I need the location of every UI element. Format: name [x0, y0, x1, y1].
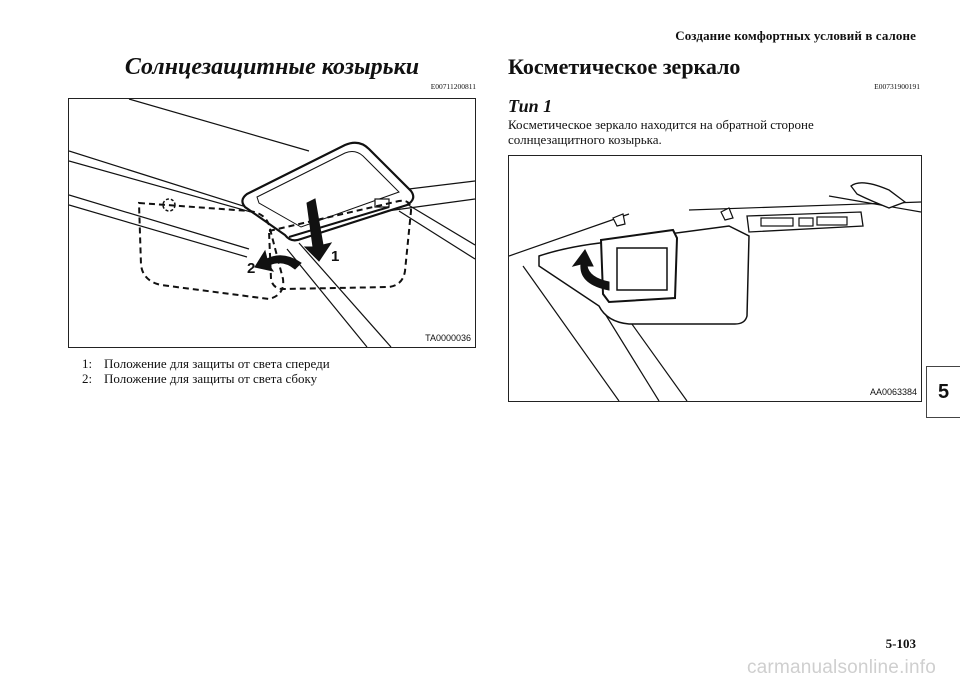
- vanity-mirror-code: E00731900191: [874, 82, 920, 91]
- sun-visors-title: Солнцезащитные козырьки: [124, 54, 420, 80]
- vanity-mirror-figure-code: AA0063384: [869, 387, 917, 397]
- description-line-1: Косметическое зеркало находится на обрат…: [508, 117, 814, 132]
- sun-visor-illustration: 1 2: [68, 98, 476, 348]
- callout-2: 2: [247, 260, 255, 277]
- page-number: 5-103: [885, 636, 916, 651]
- legend-text: Положение для защиты от света спереди: [104, 356, 330, 371]
- figure-legend: 1: Положение для защиты от света спереди…: [68, 356, 476, 386]
- sun-visor-figure: 1 2 TA0000036: [68, 98, 476, 348]
- callout-1: 1: [331, 248, 339, 265]
- vanity-mirror-figure: AA0063384: [508, 155, 922, 402]
- right-column: Косметическое зеркало E00731900191 Тип 1…: [508, 52, 922, 402]
- legend-item: 1: Положение для защиты от света спереди: [82, 356, 476, 371]
- sun-visor-figure-code: TA0000036: [425, 333, 471, 343]
- sun-visors-code: E00711200811: [430, 82, 476, 91]
- vanity-mirror-description: Косметическое зеркало находится на обрат…: [508, 117, 920, 147]
- description-line-2: солнцезащитного козырька.: [508, 132, 662, 147]
- watermark: carmanualsonline.info: [746, 657, 936, 678]
- legend-text: Положение для защиты от света сбоку: [104, 371, 318, 386]
- legend-item: 2: Положение для защиты от света сбоку: [82, 371, 476, 386]
- left-column: Солнцезащитные козырьки E00711200811: [68, 52, 476, 386]
- running-header: Создание комфортных условий в салоне: [675, 28, 916, 43]
- chapter-tab: 5: [926, 366, 960, 418]
- legend-number: 2:: [82, 371, 93, 386]
- legend-number: 1:: [82, 356, 93, 371]
- vanity-mirror-title: Косметическое зеркало: [508, 54, 741, 79]
- vanity-mirror-illustration: [508, 182, 922, 402]
- type-subtitle: Тип 1: [508, 96, 553, 116]
